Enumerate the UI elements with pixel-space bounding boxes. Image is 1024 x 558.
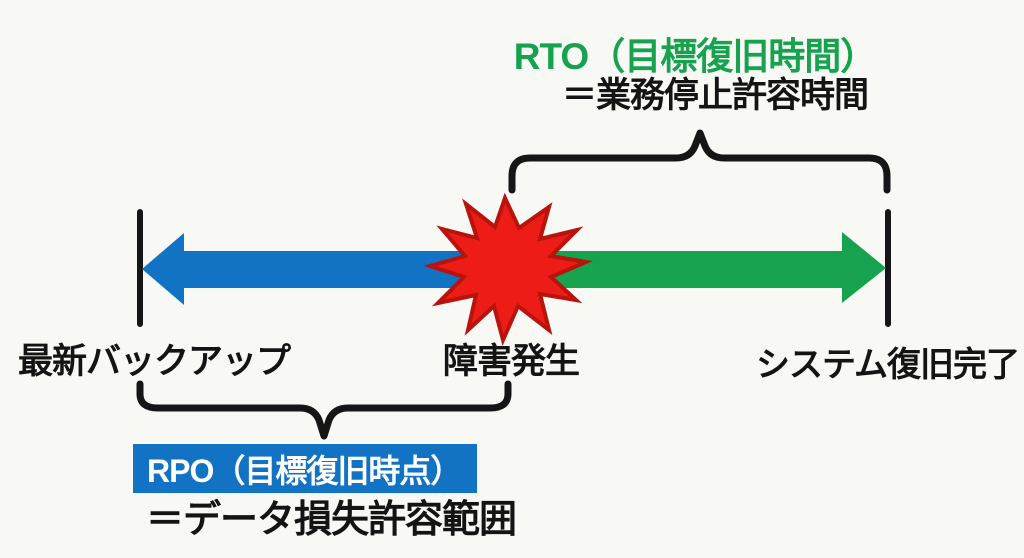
rpo-title: RPO（目標復旧時点） [147, 452, 462, 489]
rto-arrow [505, 232, 886, 303]
label-system-recovery-complete: システム復旧完了 [756, 346, 1020, 384]
label-failure-occurs: 障害発生 [443, 342, 580, 381]
rto-subtitle: ＝業務停止許容時間 [561, 76, 869, 115]
failure-burst-icon [423, 192, 594, 347]
rpo-subtitle: ＝データ損失許容範囲 [146, 499, 517, 541]
rto-brace [508, 129, 891, 194]
rto-title: RTO（目標復旧時間） [513, 36, 877, 77]
rpo-arrow [142, 233, 512, 305]
rpo-title-box: RPO（目標復旧時点） [133, 444, 477, 493]
label-latest-backup: 最新バックアップ [18, 342, 291, 381]
rpo-brace [136, 380, 512, 440]
